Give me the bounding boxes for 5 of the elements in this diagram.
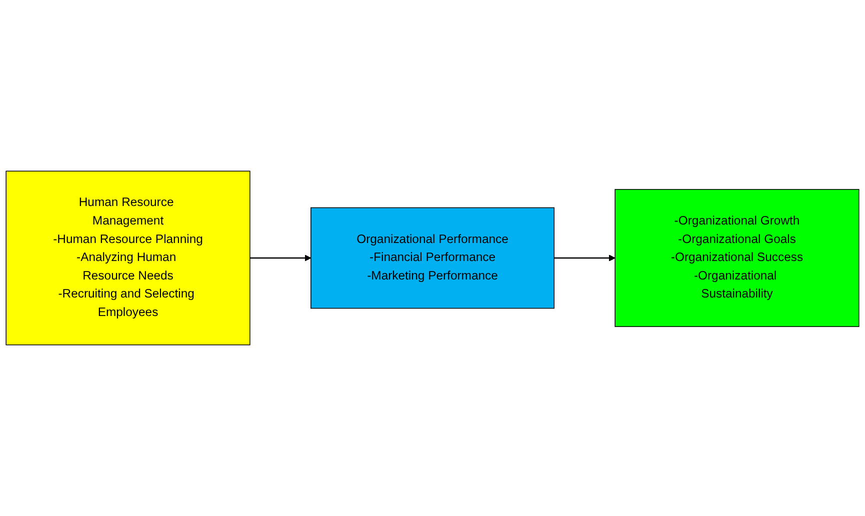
node-box: -Organizational Growth -Organizational Goals -Organizational Success -Organizational Sustainability [614,189,860,327]
arrow [554,254,616,262]
node-box: Organizational Performance -Financial Performance -Marketing Performance [310,207,554,309]
node-box: Human Resource Management -Human Resource Planning -Analyzing Human Resource Needs -Recruiting and Selecting Employees [6,170,250,346]
arrow [250,254,312,262]
